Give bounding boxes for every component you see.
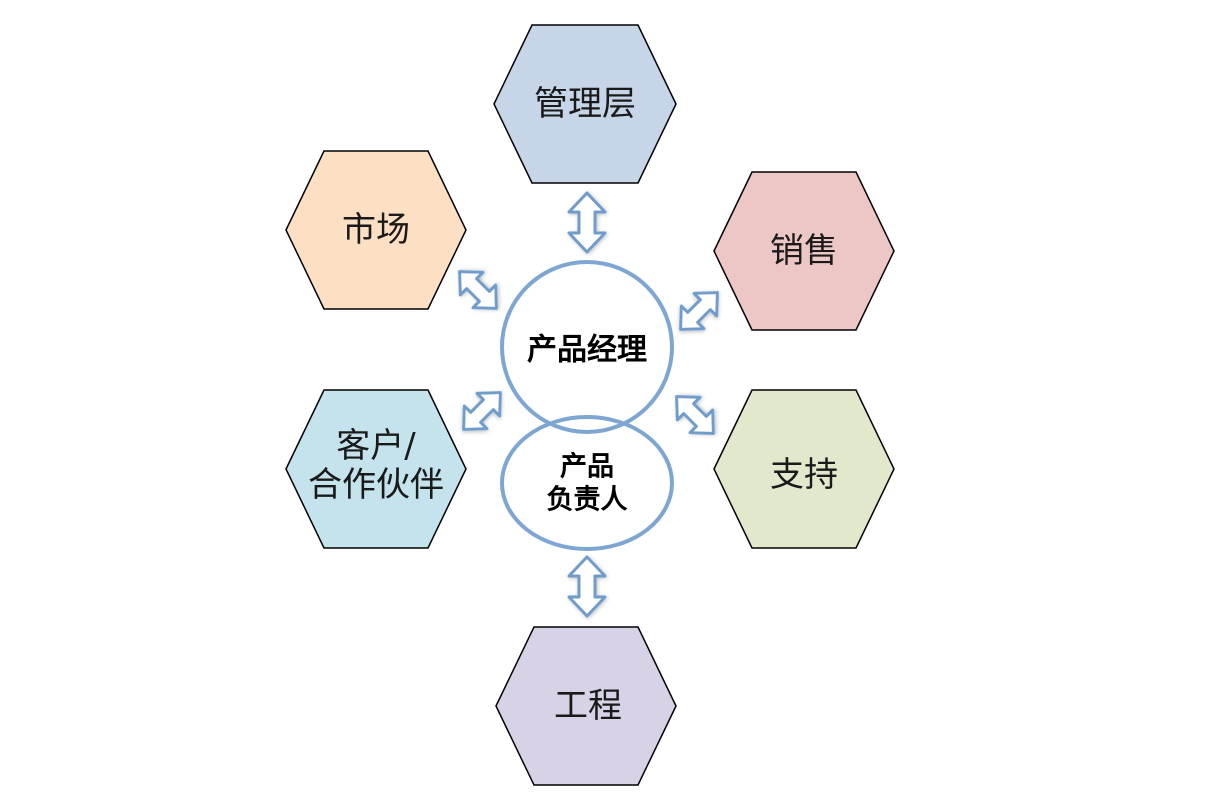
hex-management — [493, 24, 677, 184]
product-owner-label-line1: 产品 — [560, 452, 614, 483]
arrow-marketing — [458, 270, 498, 310]
hex-sales — [713, 171, 895, 331]
hex-management-label: 管理层 — [534, 84, 636, 124]
arrow-management — [567, 191, 607, 254]
product-owner-label-line2: 负责人 — [547, 485, 628, 516]
hex-customers-label-line2: 合作伙伴 — [308, 465, 444, 505]
hex-engineering-label: 工程 — [554, 686, 622, 726]
arrow-sales — [679, 291, 719, 331]
arrow-customers — [462, 391, 502, 431]
hex-support — [713, 389, 895, 549]
arrow-engineering — [567, 555, 607, 618]
hex-sales-label: 销售 — [770, 231, 838, 271]
hex-support-label: 支持 — [770, 455, 838, 495]
hex-marketing-label: 市场 — [342, 210, 410, 250]
arrow-support — [675, 395, 715, 435]
hex-customers — [285, 389, 467, 549]
circle-product-manager — [500, 260, 674, 434]
hex-customers-label-line1: 客户/ — [336, 426, 416, 466]
hex-marketing — [285, 150, 467, 310]
product-manager-label: 产品经理 — [527, 333, 647, 368]
circle-product-owner — [500, 415, 674, 551]
hex-engineering — [495, 626, 677, 786]
